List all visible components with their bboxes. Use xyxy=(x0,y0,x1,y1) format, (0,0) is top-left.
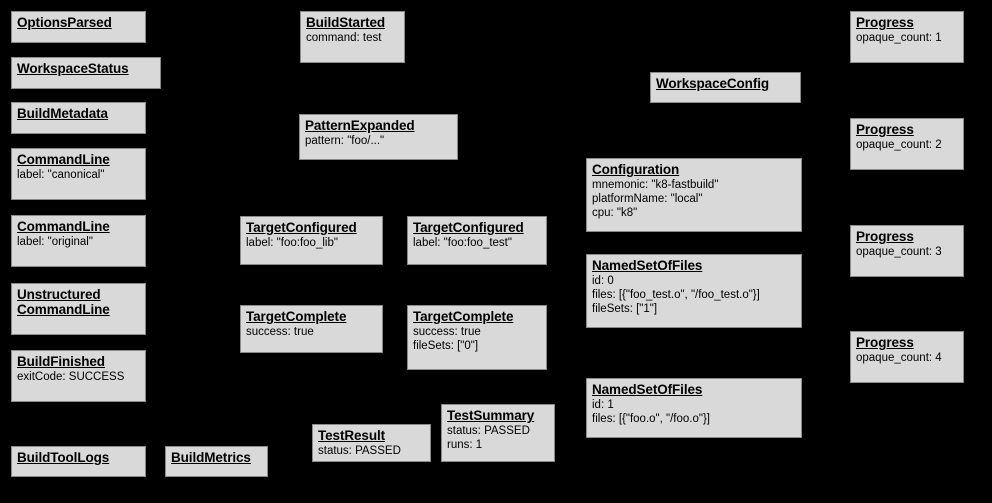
event-node-build-finished[interactable]: BuildFinished exitCode: SUCCESS xyxy=(11,350,146,402)
event-node-title: WorkspaceConfig xyxy=(656,76,770,91)
event-node-title: Progress xyxy=(856,15,914,30)
event-node-command-line-canonical[interactable]: CommandLine label: "canonical" xyxy=(11,148,146,200)
event-node-title: CommandLine xyxy=(17,152,110,167)
event-node-fields: id: 1 files: [{"foo.o", "/foo.o"}] xyxy=(592,399,710,425)
event-node-build-tool-logs[interactable]: BuildToolLogs xyxy=(11,446,146,477)
event-node-fields: success: true xyxy=(246,326,314,338)
event-node-title: Configuration xyxy=(592,162,680,177)
event-node-pattern-expanded[interactable]: PatternExpanded pattern: "foo/..." xyxy=(299,114,458,160)
event-node-build-metadata[interactable]: BuildMetadata xyxy=(11,102,146,134)
event-node-target-complete-lib[interactable]: TargetComplete success: true xyxy=(240,305,383,353)
event-node-fields: opaque_count: 3 xyxy=(856,246,942,258)
event-node-fields: status: PASSED runs: 1 xyxy=(447,425,530,451)
event-node-workspace-config[interactable]: WorkspaceConfig xyxy=(650,72,801,103)
event-node-fields: opaque_count: 1 xyxy=(856,32,942,44)
event-node-options-parsed[interactable]: OptionsParsed xyxy=(11,11,146,43)
event-node-progress-4[interactable]: Progress opaque_count: 4 xyxy=(850,331,964,383)
event-node-title: TargetConfigured xyxy=(246,220,357,235)
event-node-fields: label: "foo:foo_test" xyxy=(413,237,512,249)
event-node-title: PatternExpanded xyxy=(305,118,415,133)
event-node-progress-3[interactable]: Progress opaque_count: 3 xyxy=(850,225,964,277)
event-node-workspace-status[interactable]: WorkspaceStatus xyxy=(11,57,161,89)
event-node-configuration[interactable]: Configuration mnemonic: "k8-fastbuild" pl… xyxy=(586,158,802,232)
event-node-fields: command: test xyxy=(306,32,382,44)
event-node-title: NamedSetOfFiles xyxy=(592,258,703,273)
event-node-title: BuildMetadata xyxy=(17,106,108,121)
event-node-title: BuildFinished xyxy=(17,354,105,369)
event-node-title: BuildStarted xyxy=(306,15,386,30)
event-node-unstructured-command-line[interactable]: Unstructured CommandLine xyxy=(11,283,146,335)
event-node-fields: mnemonic: "k8-fastbuild" platformName: "… xyxy=(592,179,719,219)
event-node-fields: exitCode: SUCCESS xyxy=(17,371,125,383)
event-node-named-set-of-files-0[interactable]: NamedSetOfFiles id: 0 files: [{"foo_test.… xyxy=(586,254,802,328)
event-node-fields: id: 0 files: [{"foo_test.o", "/foo_test.… xyxy=(592,275,760,315)
event-node-fields: success: true fileSets: ["0"] xyxy=(413,326,481,352)
event-node-progress-1[interactable]: Progress opaque_count: 1 xyxy=(850,11,964,63)
event-node-title: Progress xyxy=(856,122,914,137)
event-node-title: TargetConfigured xyxy=(413,220,524,235)
event-node-build-metrics[interactable]: BuildMetrics xyxy=(165,446,268,477)
event-node-title: BuildMetrics xyxy=(171,450,251,465)
event-node-test-result[interactable]: TestResult status: PASSED xyxy=(312,424,431,462)
event-node-fields: pattern: "foo/..." xyxy=(305,135,385,147)
event-node-title: Unstructured CommandLine xyxy=(17,287,110,317)
event-node-progress-2[interactable]: Progress opaque_count: 2 xyxy=(850,118,964,170)
event-node-named-set-of-files-1[interactable]: NamedSetOfFiles id: 1 files: [{"foo.o", "… xyxy=(586,378,802,438)
event-node-title: TestResult xyxy=(318,428,386,443)
event-node-title: Progress xyxy=(856,229,914,244)
event-node-title: NamedSetOfFiles xyxy=(592,382,703,397)
event-node-title: Progress xyxy=(856,335,914,350)
event-node-title: OptionsParsed xyxy=(17,15,112,30)
event-node-command-line-original[interactable]: CommandLine label: "original" xyxy=(11,215,146,267)
event-node-fields: status: PASSED xyxy=(318,445,401,457)
event-node-title: WorkspaceStatus xyxy=(17,61,129,76)
event-node-title: CommandLine xyxy=(17,219,110,234)
event-node-test-summary[interactable]: TestSummary status: PASSED runs: 1 xyxy=(441,404,555,462)
event-node-fields: label: "foo:foo_lib" xyxy=(246,237,338,249)
event-node-target-configured-foo-lib[interactable]: TargetConfigured label: "foo:foo_lib" xyxy=(240,216,383,265)
event-node-build-started[interactable]: BuildStarted command: test xyxy=(300,11,405,63)
event-node-fields: label: "canonical" xyxy=(17,169,105,181)
event-node-target-complete-test[interactable]: TargetComplete success: true fileSets: ["… xyxy=(407,305,547,370)
event-node-fields: opaque_count: 4 xyxy=(856,352,942,364)
event-node-title: TargetComplete xyxy=(413,309,514,324)
event-node-fields: opaque_count: 2 xyxy=(856,139,942,151)
event-node-title: BuildToolLogs xyxy=(17,450,110,465)
event-node-target-configured-foo-test[interactable]: TargetConfigured label: "foo:foo_test" xyxy=(407,216,547,265)
event-node-fields: label: "original" xyxy=(17,236,93,248)
event-node-title: TestSummary xyxy=(447,408,535,423)
event-node-title: TargetComplete xyxy=(246,309,347,324)
